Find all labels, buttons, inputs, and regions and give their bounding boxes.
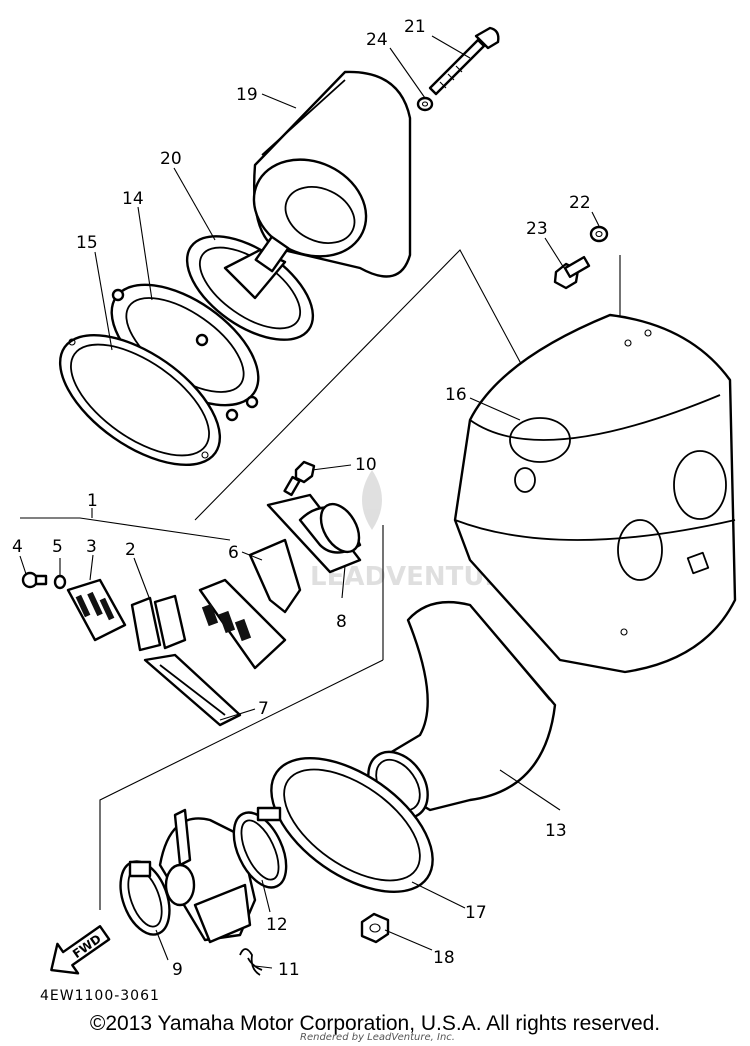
reed-valve-assembly[interactable] <box>198 578 287 670</box>
washer-22[interactable] <box>589 225 609 243</box>
callout-21: 21 <box>404 17 426 37</box>
bolt-23[interactable] <box>553 255 591 290</box>
callout-12: 12 <box>266 915 288 935</box>
washer-5[interactable] <box>53 574 67 590</box>
callout-4: 4 <box>12 537 23 557</box>
rendered-by-credit: Rendered by LeadVenture, Inc. <box>300 1032 455 1043</box>
gasket-7[interactable] <box>143 653 242 727</box>
callout-14: 14 <box>122 189 144 209</box>
intake-joint[interactable] <box>266 493 367 574</box>
joint-clamp[interactable] <box>223 804 297 895</box>
joint-gasket[interactable] <box>248 731 456 918</box>
callout-18: 18 <box>433 948 455 968</box>
callout-17: 17 <box>465 903 487 923</box>
reed-stopper[interactable] <box>66 578 127 642</box>
callout-9: 9 <box>172 960 183 980</box>
reference-line-main <box>99 659 384 910</box>
callout-numbers: 21 24 19 20 14 15 22 23 16 10 1 4 5 3 2 … <box>12 17 591 980</box>
element-guide[interactable] <box>169 216 331 361</box>
callout-13: 13 <box>545 821 567 841</box>
air-filter-element[interactable] <box>238 70 412 278</box>
air-filter-case[interactable] <box>453 313 737 674</box>
washer-24[interactable] <box>416 96 434 112</box>
air-box-gasket[interactable] <box>38 310 241 491</box>
callout-20: 20 <box>160 149 182 169</box>
callout-15: 15 <box>76 233 98 253</box>
callout-8: 8 <box>336 612 347 632</box>
copyright-notice: ©2013 Yamaha Motor Corporation, U.S.A. A… <box>89 1012 661 1035</box>
fwd-arrow-icon: FWD <box>50 925 111 975</box>
diagram-code: 4EW1100-3061 <box>40 988 160 1004</box>
joint-insert[interactable] <box>248 538 302 614</box>
callout-6: 6 <box>228 543 239 563</box>
callout-10: 10 <box>355 455 377 475</box>
nut-18[interactable] <box>360 912 390 944</box>
callout-16: 16 <box>445 385 467 405</box>
callout-19: 19 <box>236 85 258 105</box>
clip-11[interactable] <box>239 948 263 976</box>
callout-7: 7 <box>258 699 269 719</box>
callout-11: 11 <box>278 960 300 980</box>
callout-22: 22 <box>569 193 591 213</box>
air-filter-joint[interactable] <box>356 601 557 829</box>
callout-2: 2 <box>125 540 136 560</box>
screw-4[interactable] <box>21 571 48 589</box>
callout-24: 24 <box>366 30 388 50</box>
carburetor[interactable] <box>158 808 257 944</box>
bolt-10[interactable] <box>283 460 316 497</box>
callout-1: 1 <box>87 491 98 511</box>
reed-valve[interactable] <box>130 594 187 652</box>
callout-5: 5 <box>52 537 63 557</box>
reference-line-1 <box>20 517 231 541</box>
leader-lines <box>19 35 600 969</box>
carburetor-clamp[interactable] <box>111 855 178 941</box>
callout-3: 3 <box>86 537 97 557</box>
callout-23: 23 <box>526 219 548 239</box>
wing-bolt[interactable] <box>428 26 500 96</box>
